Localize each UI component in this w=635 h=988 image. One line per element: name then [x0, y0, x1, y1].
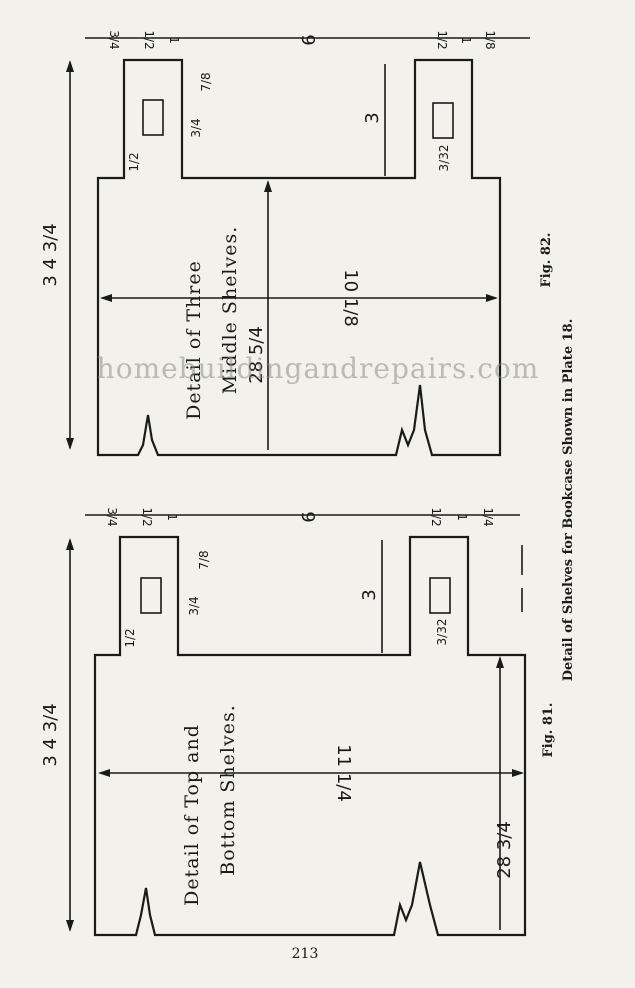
dim-shoulder-top: 1/2	[127, 152, 141, 171]
dim-depth-top: 3 4 3/4	[40, 223, 61, 286]
dim-tr-a-bottom: 1/2	[429, 507, 443, 526]
dim-tenon-bottom: 3	[359, 589, 380, 600]
dim-inner-bottom: 28 3/4	[494, 821, 515, 879]
dim-tenontop-bottom: 7/8	[197, 550, 211, 569]
mortise-right-top	[432, 102, 454, 139]
dim-tl-c-top: 1	[167, 36, 181, 44]
page-number: 213	[292, 946, 319, 962]
dim-slot-bottom: 3/32	[435, 619, 449, 646]
dim-slot-top: 3/32	[437, 145, 451, 172]
dim-tenontop-top: 7/8	[199, 72, 213, 91]
mortise-left-top	[142, 99, 164, 136]
dim-mortise-top: 3/4	[189, 118, 203, 137]
dim-tr-c-bottom: 1/4	[481, 507, 495, 526]
figure-caption: Detail of Shelves for Bookcase Shown in …	[561, 319, 576, 681]
dim-depth-bottom: 3 4 3/4	[40, 703, 61, 766]
dim-inner-top: 28 5/4	[246, 326, 267, 384]
fig-label-top: Fig. 82.	[539, 233, 554, 288]
dim-tl-a-bottom: 3/4	[105, 507, 119, 526]
dim-center-bottom: 9	[297, 511, 318, 522]
dim-tr-b-top: 1	[459, 36, 473, 44]
dim-center-top: 9	[297, 34, 318, 45]
dim-mortise-bottom: 3/4	[187, 596, 201, 615]
dim-tl-a-top: 3/4	[107, 30, 121, 49]
shelf-outline-bottom	[93, 535, 527, 937]
dim-tl-c-bottom: 1	[165, 513, 179, 521]
mortise-left-bottom	[140, 577, 162, 614]
watermark: homebuildingandrepairs.com	[97, 352, 540, 385]
shelf-label-bottom-2: Bottom Shelves.	[217, 704, 239, 876]
shelf-label-bottom-1: Detail of Top and	[181, 724, 203, 906]
figure-top: 3 4 3/4 10 1/8 28 5/4 3 7/8 3/4 1/2 3/32…	[40, 30, 554, 457]
shelf-label-top-1: Detail of Three	[183, 260, 205, 420]
dim-tl-b-bottom: 1/2	[140, 507, 154, 526]
mortise-right-bottom	[429, 577, 451, 614]
dim-tenon-top: 3	[362, 112, 383, 123]
figure-bottom: 3 4 3/4 11 1/4 28 3/4 3 7/8 3/4 1/2 3/32…	[40, 507, 556, 937]
dim-shoulder-bottom: 1/2	[123, 628, 137, 647]
dim-tl-b-top: 1/2	[142, 30, 156, 49]
dim-tr-a-top: 1/2	[435, 30, 449, 49]
shelf-outline-top	[96, 58, 502, 457]
shelf-label-top-2: Middle Shelves.	[219, 226, 241, 395]
fig-label-bottom: Fig. 81.	[541, 703, 556, 758]
dim-width-top: 10 1/8	[340, 269, 361, 327]
dim-width-bottom: 11 1/4	[333, 744, 354, 802]
dim-tr-b-bottom: 1	[455, 513, 469, 521]
dim-tr-c-top: 1/8	[483, 30, 497, 49]
